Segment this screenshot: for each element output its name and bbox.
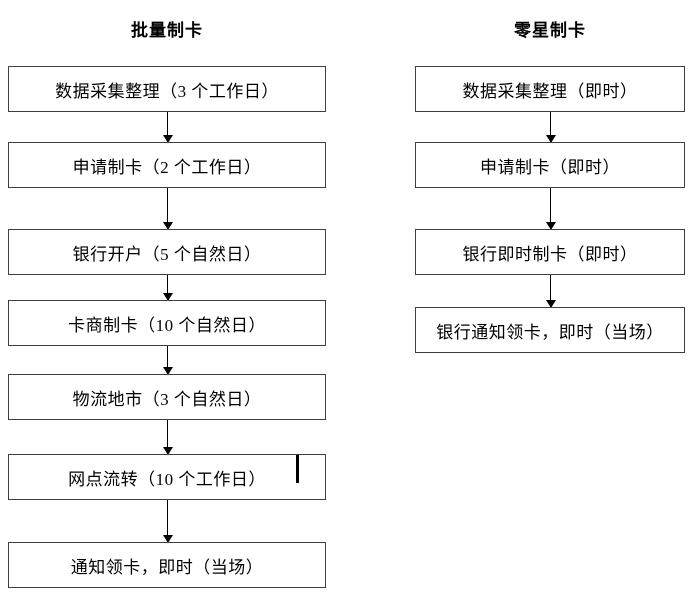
stray-vertical-mark [296,455,299,483]
flow-node-label: 银行通知领卡，即时（当场） [436,322,664,342]
flow-node-label: 数据采集整理（3 个工作日） [55,81,279,101]
flow-node-batch-3[interactable]: 银行开户（5 个自然日） [8,229,326,275]
flow-node-label: 物流地市（3 个自然日） [72,389,262,409]
flow-node-sporadic-2[interactable]: 申请制卡（即时） [415,142,685,188]
flow-node-label: 通知领卡，即时（当场） [70,557,264,577]
flow-node-sporadic-4[interactable]: 银行通知领卡，即时（当场） [415,307,685,353]
flow-node-label: 银行开户（5 个自然日） [72,244,262,264]
arrow-batch-4-to-5 [162,346,173,375]
column-title-batch: 批量制卡 [131,21,203,40]
arrow-batch-1-to-2 [162,112,173,143]
flow-node-label: 申请制卡（2 个工作日） [72,157,262,177]
flow-node-batch-2[interactable]: 申请制卡（2 个工作日） [8,142,326,188]
arrow-sporadic-2-to-3 [545,188,556,230]
arrow-sporadic-3-to-4 [545,275,556,308]
column-title-sporadic: 零星制卡 [514,21,586,40]
flow-node-label: 申请制卡（即时） [480,157,620,177]
flow-node-sporadic-1[interactable]: 数据采集整理（即时） [415,66,685,112]
flow-node-sporadic-3[interactable]: 银行即时制卡（即时） [415,229,685,275]
flow-node-label: 卡商制卡（10 个自然日） [68,315,266,335]
flow-node-label: 银行即时制卡（即时） [462,244,638,264]
flow-node-batch-7[interactable]: 通知领卡，即时（当场） [8,542,326,588]
flow-node-label: 网点流转（10 个工作日） [68,469,266,489]
arrow-sporadic-1-to-2 [545,112,556,143]
flow-node-batch-4[interactable]: 卡商制卡（10 个自然日） [8,300,326,346]
arrow-batch-3-to-4 [162,275,173,301]
arrow-batch-2-to-3 [162,188,173,230]
flow-node-label: 数据采集整理（即时） [462,81,638,101]
flow-node-batch-6[interactable]: 网点流转（10 个工作日） [8,454,326,500]
arrow-batch-5-to-6 [162,420,173,455]
flow-node-batch-5[interactable]: 物流地市（3 个自然日） [8,374,326,420]
flow-node-batch-1[interactable]: 数据采集整理（3 个工作日） [8,66,326,112]
arrow-batch-6-to-7 [162,500,173,543]
